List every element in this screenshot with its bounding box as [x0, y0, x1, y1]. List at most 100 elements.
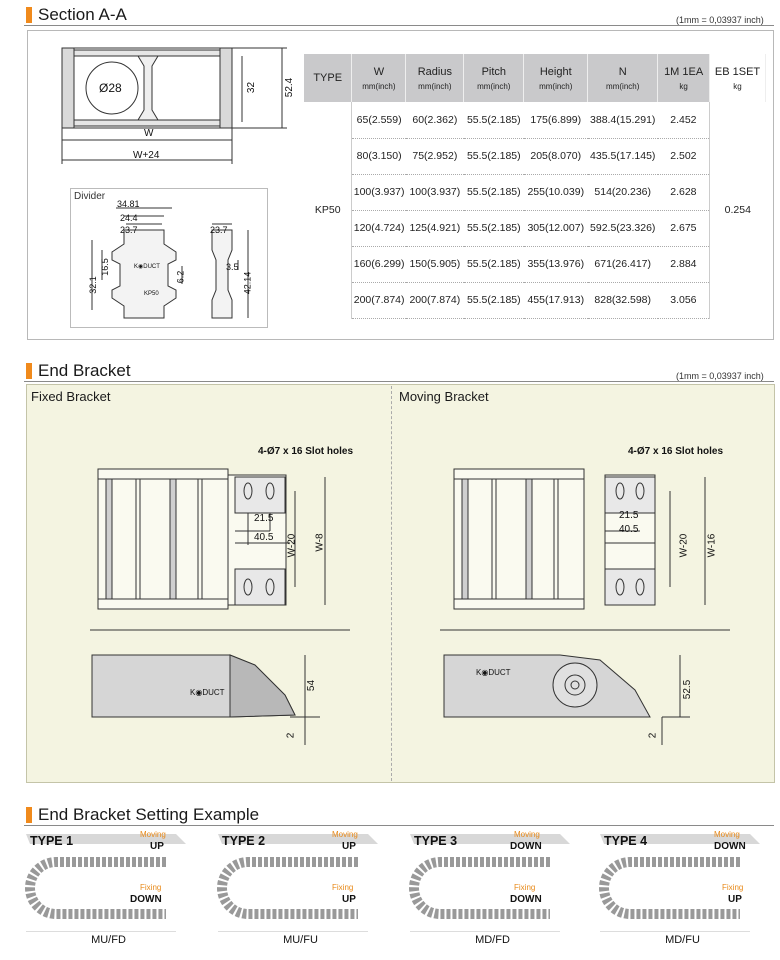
div-model: KP50: [144, 291, 159, 297]
div-dim-8: 3.5: [226, 262, 239, 272]
setting-title-text: End Bracket Setting Example: [38, 805, 260, 824]
cell: 55.5(2.185): [463, 282, 524, 319]
cell-type: KP50: [304, 102, 353, 318]
moving-brand: K◉DUCT: [476, 668, 511, 677]
section-divider: [24, 25, 774, 26]
th-pitch: Pitch mm(inch): [463, 54, 525, 102]
moving-slot-label: 4-Ø7 x 16 Slot holes: [628, 446, 724, 457]
type1-name: TYPE 1: [30, 834, 74, 848]
type4-fixing-label: Fixing: [722, 883, 744, 892]
cell: 2.884: [657, 246, 710, 283]
type1-moving-dir: UP: [150, 841, 164, 852]
cell: 160(6.299): [351, 246, 406, 283]
end-bracket-title: End Bracket: [26, 361, 131, 381]
th-radius-label: Radius: [417, 65, 452, 78]
orange-bar-icon: [26, 807, 32, 823]
divider-drawing: [91, 207, 249, 319]
table-row: 120(4.724) 125(4.921) 55.5(2.185) 305(12…: [304, 210, 766, 247]
div-dim-4: 23.7: [210, 225, 228, 235]
cell: 65(2.559): [351, 102, 406, 139]
cell: 828(32.598): [587, 282, 658, 319]
type1-caption: MU/FD: [91, 934, 126, 946]
type2-caption: MU/FU: [283, 934, 318, 946]
moving-t: 2: [647, 732, 659, 739]
th-1m-unit: kg: [679, 81, 688, 91]
cell: 100(3.937): [351, 174, 406, 211]
fixed-d1: 21.5: [254, 513, 274, 524]
cell: 175(6.899): [523, 102, 588, 139]
th-eb-label: EB 1SET: [714, 65, 761, 78]
cell: 2.628: [657, 174, 710, 211]
moving-d1: 21.5: [619, 510, 639, 521]
cell: 55.5(2.185): [463, 246, 524, 283]
fixed-slot-label: 4-Ø7 x 16 Slot holes: [258, 446, 354, 457]
div-brand: K◉DUCT: [134, 264, 160, 270]
type3-caption: MD/FD: [475, 934, 510, 946]
moving-w16: W-16: [706, 533, 718, 558]
moving-bracket-title: Moving Bracket: [399, 389, 489, 404]
section-divider-2: [24, 381, 774, 382]
dim-w24: W+24: [133, 150, 160, 161]
th-height-label: Height: [539, 65, 572, 78]
type3-name: TYPE 3: [414, 834, 458, 848]
dim-diameter: Ø28: [99, 81, 122, 95]
table-row: 100(3.937) 100(3.937) 55.5(2.185) 255(10…: [304, 174, 766, 211]
moving-h: 52.5: [682, 679, 694, 700]
type3-chain-drawing: [409, 834, 570, 932]
type2-name: TYPE 2: [222, 834, 266, 848]
divider-title: Divider: [74, 191, 106, 202]
end-bracket-title-text: End Bracket: [38, 361, 131, 380]
table-row: 160(6.299) 150(5.905) 55.5(2.185) 355(13…: [304, 246, 766, 283]
th-type-label: TYPE: [313, 72, 343, 84]
cell: 592.5(23.326): [587, 210, 658, 247]
cell: 200(7.874): [405, 282, 464, 319]
setting-title: End Bracket Setting Example: [26, 805, 259, 825]
moving-d2: 40.5: [619, 524, 639, 535]
th-n-unit: mm(inch): [606, 81, 640, 91]
fixed-w20: W-20: [286, 533, 298, 558]
dim-52-4: 52.4: [284, 77, 296, 98]
cell: 2.675: [657, 210, 710, 247]
type1-chain-drawing: [25, 834, 186, 932]
type1-fixing-dir: DOWN: [130, 894, 162, 905]
type1-fixing-label: Fixing: [140, 883, 162, 892]
table-row: 200(7.874) 200(7.874) 55.5(2.185) 455(17…: [304, 282, 766, 319]
cell: 435.5(17.145): [587, 138, 658, 175]
div-dim-3: 23.7: [120, 225, 138, 235]
cell: 200(7.874): [351, 282, 406, 319]
cell: 55.5(2.185): [463, 102, 524, 139]
dim-32: 32: [246, 81, 258, 94]
th-pitch-unit: mm(inch): [477, 81, 511, 91]
divider-box: [70, 188, 268, 328]
section-drawing: [61, 47, 287, 164]
th-pitch-label: Pitch: [481, 65, 507, 78]
cell: 80(3.150): [351, 138, 406, 175]
div-dim-6: 32.1: [87, 276, 98, 294]
cell: 60(2.362): [405, 102, 464, 139]
cell: 75(2.952): [405, 138, 464, 175]
type4-caption: MD/FU: [665, 934, 700, 946]
dim-w: W: [144, 128, 154, 139]
fixed-h: 54: [306, 679, 318, 692]
div-dim-9: 42.14: [242, 271, 253, 295]
cell: 125(4.921): [405, 210, 464, 247]
fixed-w8: W-8: [314, 533, 326, 552]
cell: 55.5(2.185): [463, 174, 524, 211]
orange-bar-icon: [26, 363, 32, 379]
cell: 3.056: [657, 282, 710, 319]
div-dim-1: 34.81: [117, 199, 140, 209]
type3-fixing-dir: DOWN: [510, 894, 542, 905]
div-dim-7: 6.2: [175, 270, 186, 284]
type4-chain-drawing: [599, 834, 760, 932]
cell: 305(12.007): [523, 210, 588, 247]
cell: 150(5.905): [405, 246, 464, 283]
type3-moving-label: Moving: [514, 830, 540, 839]
type3-fixing-label: Fixing: [514, 883, 536, 892]
table-row: KP50 65(2.559) 60(2.362) 55.5(2.185) 175…: [304, 102, 766, 318]
fixed-bracket-title: Fixed Bracket: [31, 389, 111, 404]
